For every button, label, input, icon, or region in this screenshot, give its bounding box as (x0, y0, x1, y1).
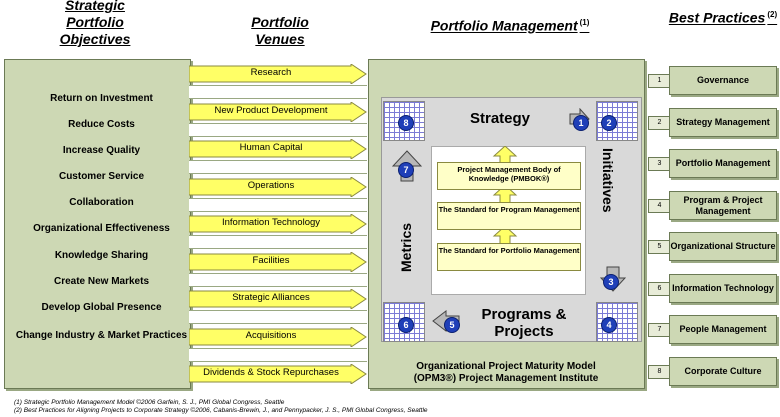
venue-label: Acquisitions (245, 330, 297, 341)
venue-label: Information Technology (221, 217, 321, 228)
venue-separator (189, 310, 367, 324)
practice-box: Information Technology (669, 274, 777, 303)
practice-number: 4 (648, 199, 671, 213)
practice-box: People Management (669, 315, 777, 344)
venue-arrow: Information Technology (189, 214, 367, 234)
metrics-label: Metrics (398, 222, 414, 272)
initiatives-label: Initiatives (600, 148, 616, 213)
practice-label: Program & Project Management (683, 194, 763, 216)
practices-header: Best Practices(2) (668, 6, 778, 27)
pmbok-box: Project Management Body of Knowledge (PM… (437, 162, 581, 190)
management-header-text: Portfolio Management (430, 17, 578, 34)
practice-box: Organizational Structure (669, 232, 777, 261)
management-header: Portfolio Management(1) (430, 14, 590, 35)
objective-item: Return on Investment (50, 93, 153, 104)
venue-arrow: New Product Development (189, 102, 367, 122)
grid-top-left (383, 101, 425, 141)
venue-separator (189, 85, 367, 99)
venue-arrow: Dividends & Stock Repurchases (189, 364, 367, 384)
venue-separator (189, 235, 367, 249)
strategy-label: Strategy (469, 110, 531, 127)
practice-label: Strategy Management (676, 117, 770, 127)
badge-3: 3 (603, 274, 619, 290)
badge-1: 1 (573, 115, 589, 131)
practice-box: Corporate Culture (669, 357, 777, 386)
badge-6: 6 (398, 317, 414, 333)
opm3-caption: Organizational Project Maturity Model (O… (372, 361, 640, 385)
venue-label: Facilities (252, 255, 290, 266)
venue-separator (189, 123, 367, 137)
portfolio-standard-box: The Standard for Portfolio Management (437, 243, 581, 271)
venues-header: Portfolio Venues (251, 14, 309, 47)
objective-item: Customer Service (58, 171, 145, 182)
objective-item: Organizational Effectiveness (33, 223, 170, 234)
venue-arrow: Operations (189, 177, 367, 197)
practice-box: Portfolio Management (669, 149, 777, 178)
practice-number: 2 (648, 116, 671, 130)
practice-box: Program & Project Management (669, 191, 777, 220)
venue-arrow: Research (189, 64, 367, 84)
badge-2: 2 (601, 115, 617, 131)
objective-item: Reduce Costs (68, 119, 135, 130)
objective-item: Develop Global Presence (41, 302, 162, 313)
venue-separator (189, 348, 367, 362)
venue-arrow: Facilities (189, 252, 367, 272)
management-ref: (1) (579, 18, 590, 27)
practice-label: Information Technology (672, 283, 774, 293)
venue-label: New Product Development (214, 105, 328, 116)
practice-label: Governance (696, 75, 750, 85)
objective-item: Increase Quality (62, 145, 141, 156)
venue-label: Research (250, 67, 292, 78)
practice-label: Portfolio Management (675, 158, 771, 168)
practice-number: 6 (648, 282, 671, 296)
venue-label: Strategic Alliances (232, 292, 310, 303)
footnote-1: (1) Strategic Portfolio Management Model… (14, 399, 285, 406)
opm3-line2: (OPM3®) Project Management Institute (413, 373, 599, 384)
venue-label: Dividends & Stock Repurchases (203, 367, 339, 378)
venue-separator (189, 160, 367, 174)
objective-item: Create New Markets (53, 276, 150, 287)
practice-number: 8 (648, 365, 671, 379)
programs-projects-label: Programs & Projects (481, 306, 567, 340)
practice-number: 7 (648, 323, 671, 337)
venue-separator (189, 198, 367, 212)
badge-5: 5 (444, 317, 460, 333)
venue-arrow: Strategic Alliances (189, 289, 367, 309)
objective-item: Change Industry & Market Practices (15, 330, 188, 341)
footnote-2: (2) Best Practices for Aligning Projects… (14, 407, 428, 414)
program-standard-box: The Standard for Program Management (437, 202, 581, 230)
venue-arrow: Acquisitions (189, 327, 367, 347)
practice-number: 5 (648, 240, 671, 254)
practice-label: Corporate Culture (684, 366, 762, 376)
practice-label: Organizational Structure (670, 241, 776, 251)
practice-number: 3 (648, 157, 671, 171)
practice-box: Governance (669, 66, 777, 95)
venue-label: Human Capital (239, 142, 303, 153)
practice-box: Strategy Management (669, 108, 777, 137)
strategy-band (431, 104, 584, 142)
practice-number: 1 (648, 74, 671, 88)
objective-item: Collaboration (69, 197, 134, 208)
badge-4: 4 (601, 317, 617, 333)
objective-item: Knowledge Sharing (54, 250, 149, 261)
venue-separator (189, 273, 367, 287)
objectives-panel (4, 59, 191, 389)
practices-ref: (2) (767, 10, 778, 19)
practice-label: People Management (679, 324, 767, 334)
practices-header-text: Best Practices (668, 9, 766, 26)
opm3-line1: Organizational Project Maturity Model (416, 361, 596, 372)
badge-8: 8 (398, 115, 414, 131)
venue-arrow: Human Capital (189, 139, 367, 159)
venue-label: Operations (247, 180, 295, 191)
objectives-header: Strategic Portfolio Objectives (59, 0, 131, 47)
badge-7: 7 (398, 162, 414, 178)
